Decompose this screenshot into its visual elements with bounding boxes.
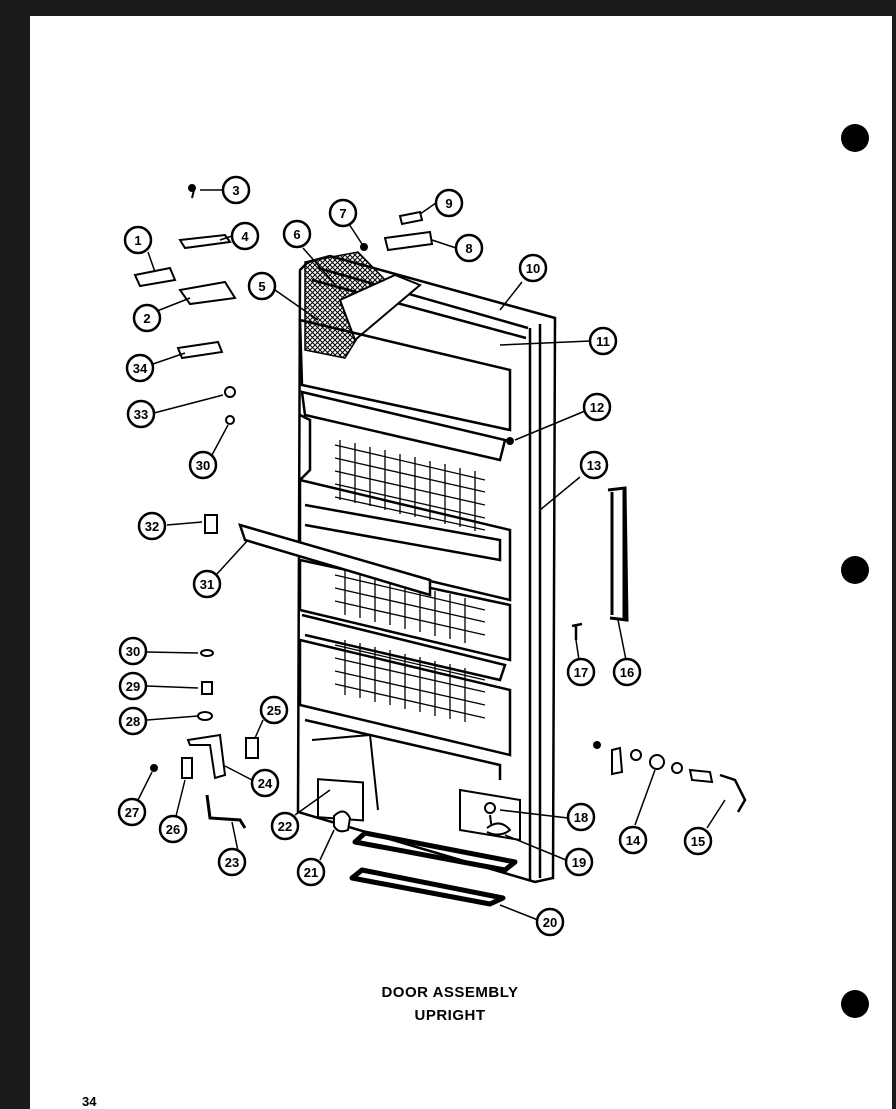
svg-text:27: 27	[125, 805, 139, 820]
svg-text:24: 24	[258, 776, 273, 791]
callout-7: 7	[328, 198, 358, 228]
door-handle	[607, 486, 629, 622]
callout-28: 28	[118, 706, 148, 736]
callout-6: 6	[282, 219, 312, 249]
callout-12: 12	[582, 392, 612, 422]
callout-2: 2	[132, 303, 162, 333]
callout-21: 21	[296, 857, 326, 887]
gasket	[349, 830, 518, 907]
callout-27: 27	[117, 797, 147, 827]
svg-text:32: 32	[145, 519, 159, 534]
svg-text:18: 18	[574, 810, 588, 825]
callout-5: 5	[247, 271, 277, 301]
callout-22: 22	[270, 811, 300, 841]
svg-text:5: 5	[258, 279, 265, 294]
svg-text:30: 30	[126, 644, 140, 659]
svg-text:20: 20	[543, 915, 557, 930]
svg-text:3: 3	[232, 183, 239, 198]
binder-hole	[841, 556, 869, 584]
svg-text:19: 19	[572, 855, 586, 870]
svg-text:17: 17	[574, 665, 588, 680]
callout-14: 14	[618, 825, 648, 855]
callout-26: 26	[158, 814, 188, 844]
callout-30-bottom: 30	[118, 636, 148, 666]
svg-text:9: 9	[445, 196, 452, 211]
binder-hole	[841, 124, 869, 152]
svg-text:12: 12	[590, 400, 604, 415]
callout-25: 25	[259, 695, 289, 725]
leader-lines	[137, 189, 726, 921]
callout-3: 3	[221, 175, 251, 205]
callout-1: 1	[123, 225, 153, 255]
callout-11: 11	[588, 326, 618, 356]
svg-text:29: 29	[126, 679, 140, 694]
callout-30-top: 30	[188, 450, 218, 480]
svg-text:26: 26	[166, 822, 180, 837]
callout-13: 13	[579, 450, 609, 480]
callout-20: 20	[535, 907, 565, 937]
svg-text:8: 8	[465, 241, 472, 256]
callout-31: 31	[192, 569, 222, 599]
svg-text:34: 34	[133, 361, 148, 376]
callout-24: 24	[250, 768, 280, 798]
callout-29: 29	[118, 671, 148, 701]
callout-9: 9	[434, 188, 464, 218]
callout-10: 10	[518, 253, 548, 283]
svg-text:2: 2	[143, 311, 150, 326]
callout-17: 17	[566, 657, 596, 687]
svg-text:25: 25	[267, 703, 281, 718]
svg-text:16: 16	[620, 665, 634, 680]
svg-text:15: 15	[691, 834, 705, 849]
svg-text:11: 11	[596, 334, 610, 349]
callout-33: 33	[126, 399, 156, 429]
shelf-grids	[334, 440, 486, 722]
binder-hole	[841, 990, 869, 1018]
callout-23: 23	[217, 847, 247, 877]
callout-15: 15	[683, 826, 713, 856]
trim-strip	[238, 523, 432, 597]
callout-8: 8	[454, 233, 484, 263]
callout-34: 34	[125, 353, 155, 383]
svg-text:33: 33	[134, 407, 148, 422]
callouts: 3 1 4 2 34 33 30 32 31 5 6 7 9 8 10 11 1…	[117, 175, 713, 937]
svg-text:4: 4	[241, 229, 249, 244]
callout-32: 32	[137, 511, 167, 541]
callout-18: 18	[566, 802, 596, 832]
diagram-subtitle: UPRIGHT	[414, 1007, 486, 1024]
svg-text:10: 10	[526, 261, 540, 276]
page-number: 34	[82, 1094, 97, 1109]
svg-text:21: 21	[304, 865, 318, 880]
small-parts	[133, 184, 747, 836]
svg-text:13: 13	[587, 458, 601, 473]
callout-19: 19	[564, 847, 594, 877]
svg-text:1: 1	[134, 233, 141, 248]
callout-4: 4	[230, 221, 260, 251]
svg-text:31: 31	[200, 577, 214, 592]
svg-text:7: 7	[339, 206, 346, 221]
svg-text:22: 22	[278, 819, 292, 834]
diagram-title: DOOR ASSEMBLY	[381, 984, 519, 1001]
svg-text:30: 30	[196, 458, 210, 473]
svg-text:6: 6	[293, 227, 300, 242]
door-shelves	[298, 318, 512, 780]
callout-16: 16	[612, 657, 642, 687]
svg-text:14: 14	[626, 833, 641, 848]
svg-text:23: 23	[225, 855, 239, 870]
svg-text:28: 28	[126, 714, 140, 729]
top-panel	[338, 273, 422, 342]
